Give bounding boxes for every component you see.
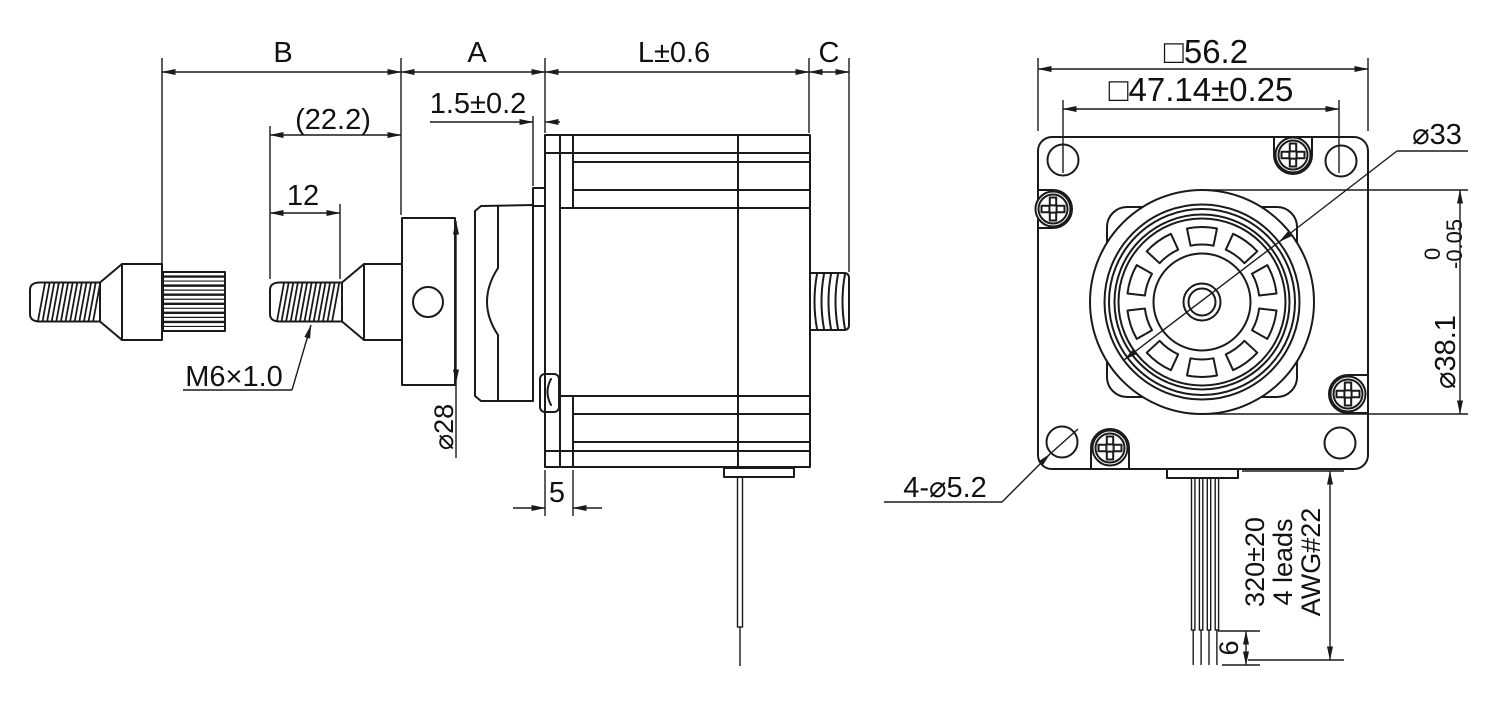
center-bosses	[1089, 189, 1315, 415]
square-size-label: □56.2	[1164, 33, 1248, 70]
pilot-dia-label-group: ⌀38.1 0 -0.05	[1420, 219, 1467, 389]
thread-spec-label: M6×1.0	[185, 361, 283, 393]
pilot-boss-circle	[1089, 189, 1315, 415]
lead-gauge-label: AWG#22	[1296, 508, 1326, 617]
side-view-dimensions: B A L±0.6 C (22.2) 1.5±0.2 12 M6×1.0 ⌀28…	[161, 37, 850, 516]
lead-bushing-front	[1166, 468, 1239, 479]
adapter-knurl	[162, 271, 226, 332]
adapter-cone	[99, 263, 123, 341]
face-detail-arc	[546, 378, 552, 406]
shaft-thread-hatch	[276, 282, 341, 322]
dim-15-label: 1.5±0.2	[430, 88, 527, 120]
shaft-circle	[1187, 287, 1217, 317]
bell-throat	[486, 205, 499, 402]
rear-stud-threads	[813, 273, 846, 330]
shaft-cone	[341, 263, 365, 341]
shaft-collar-circle	[1182, 282, 1222, 322]
mount-holes-label: 4-⌀5.2	[903, 472, 987, 504]
adapter-thread-hatch	[37, 282, 102, 322]
rear-stud	[809, 272, 850, 331]
hole-pitch-label: □47.14±0.25	[1109, 71, 1294, 108]
strip-length-label: 6	[1214, 640, 1244, 655]
face-detail	[539, 373, 560, 413]
boss-ring	[1117, 217, 1287, 387]
lead-count-label: 4 leads	[1268, 518, 1298, 605]
pilot-step-label: 5	[549, 477, 565, 509]
pilot-tol-hi: 0	[1420, 248, 1445, 260]
shaft-thread-outline	[269, 281, 343, 323]
boss-ring	[1103, 203, 1301, 401]
boss-ring	[1113, 213, 1291, 391]
pilot-dia-label: ⌀38.1	[1430, 315, 1462, 389]
mounting-holes	[1045, 143, 1358, 460]
front-plate	[544, 134, 561, 468]
dim-a-label: A	[467, 37, 487, 69]
lead-length-label: 320±20	[1240, 517, 1270, 607]
lead-wires	[1190, 477, 1220, 665]
shaft-dia-label: ⌀28	[429, 404, 459, 450]
side-view: B A L±0.6 C (22.2) 1.5±0.2 12 M6×1.0 ⌀28…	[29, 37, 850, 666]
dim-22-label: (22.2)	[295, 104, 371, 136]
adapter-cylinder	[121, 263, 163, 341]
hub-cross-hole	[412, 286, 444, 318]
shaft-hub	[401, 217, 456, 386]
pilot-tol-lo: -0.05	[1442, 219, 1467, 269]
dim-c-label: C	[819, 37, 840, 69]
dim-12-label: 12	[287, 180, 319, 212]
pilot-boss-tab	[532, 187, 546, 207]
face-plate	[1034, 136, 1369, 470]
bell-outline	[474, 204, 534, 402]
lead-bushing	[723, 467, 795, 478]
front-view: □56.2 □47.14±0.25 ⌀33 4-⌀5.2 ⌀38.1 0 -0.…	[884, 33, 1468, 666]
lead-spec-label-group: 320±20 4 leads AWG#22	[1240, 508, 1326, 617]
shaft-assembly	[269, 204, 534, 402]
body-outline	[559, 134, 811, 468]
lead-wire	[736, 476, 744, 628]
front-leads	[1166, 468, 1239, 665]
front-view-dimensions: □56.2 □47.14±0.25 ⌀33 4-⌀5.2 ⌀38.1 0 -0.…	[884, 33, 1468, 666]
boss-dia-label: ⌀33	[1412, 119, 1462, 151]
adapter-knurl-lines	[163, 275, 225, 328]
dim-b-label: B	[273, 37, 292, 69]
boss-ring	[1108, 208, 1296, 396]
assembly-screws	[1034, 136, 1369, 470]
shaft-cylinder	[363, 263, 403, 341]
motor-body	[532, 134, 850, 666]
adapter-thread-outline	[29, 281, 101, 323]
adapter-part	[29, 263, 226, 341]
dim-l-label: L±0.6	[638, 37, 710, 69]
rotor-hub-circle	[1152, 252, 1252, 352]
rotor-slots	[1126, 226, 1278, 378]
